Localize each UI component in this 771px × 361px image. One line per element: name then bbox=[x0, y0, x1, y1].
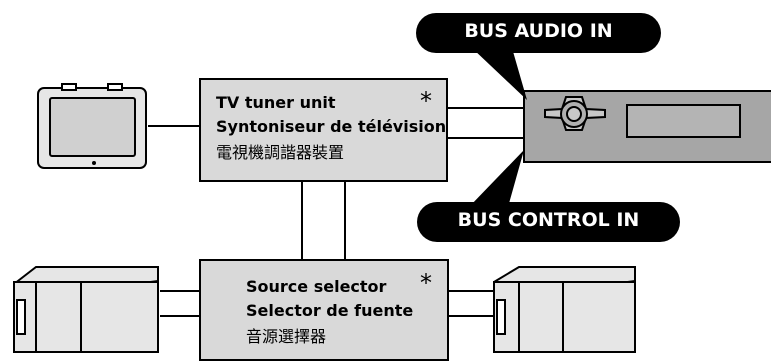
selector-asterisk: * bbox=[420, 269, 432, 297]
bus-control-in-label: BUS CONTROL IN bbox=[457, 209, 640, 231]
head-unit-device bbox=[523, 90, 771, 163]
tv-tuner-box bbox=[199, 78, 448, 182]
tuner-label-en: TV tuner unit bbox=[216, 93, 336, 112]
selector-label-es: Selector de fuente bbox=[246, 301, 414, 320]
left-player-device bbox=[13, 266, 159, 353]
tuner-label-fr: Syntoniseur de télévision bbox=[216, 117, 447, 136]
tuner-label-zh: 電視機調諧器裝置 bbox=[216, 143, 345, 162]
right-player-device bbox=[493, 266, 636, 353]
tuner-asterisk: * bbox=[420, 87, 432, 115]
selector-label-zh: 音源選擇器 bbox=[246, 327, 327, 346]
connection-lines bbox=[148, 107, 524, 317]
selector-label-en: Source selector bbox=[246, 277, 387, 296]
monitor-device bbox=[37, 83, 147, 169]
source-selector-box bbox=[199, 259, 449, 361]
display-window bbox=[626, 104, 741, 138]
bus-audio-in-label: BUS AUDIO IN bbox=[464, 20, 613, 42]
bus-audio-in-bubble bbox=[416, 13, 661, 100]
bus-control-in-bubble bbox=[417, 150, 680, 242]
